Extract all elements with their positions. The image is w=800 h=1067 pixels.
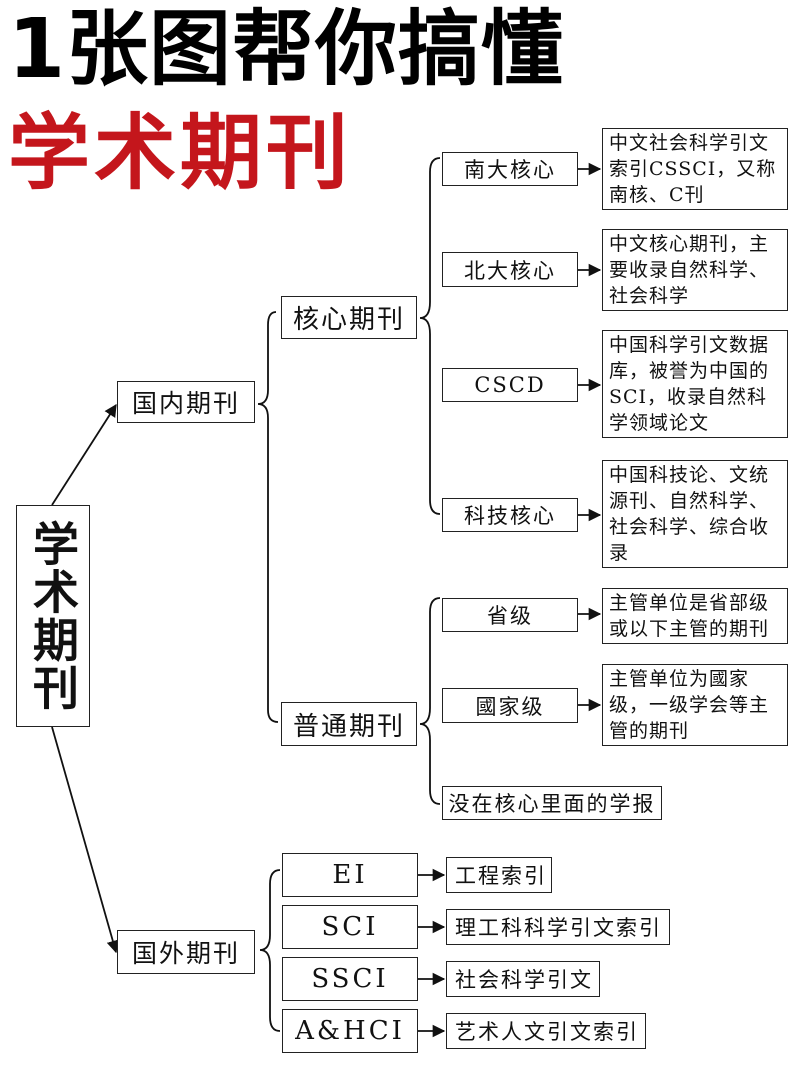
page-subtitle: 学术期刊 xyxy=(8,106,353,201)
brace-domestic xyxy=(257,311,279,723)
brace-foreign xyxy=(259,869,281,1032)
brace-core xyxy=(419,157,441,515)
desc-core-item: 中国科技论、文统源刊、自然科学、社会科学、综合收录 xyxy=(602,460,788,568)
desc-core-item: 中国科学引文数据库，被誉为中国的SCI，收录自然科学领域论文 xyxy=(602,330,788,438)
desc-foreign-item: 艺术人文引文索引 xyxy=(446,1013,646,1049)
page-title: 1张图帮你搞懂 xyxy=(8,2,565,97)
brace-general xyxy=(419,597,441,805)
node-foreign-item: EI xyxy=(282,853,418,897)
node-general-item: 省级 xyxy=(442,598,578,632)
node-domestic: 国内期刊 xyxy=(117,381,255,423)
node-core-item: 南大核心 xyxy=(442,152,578,186)
node-general: 普通期刊 xyxy=(281,702,417,746)
arrow-root-foreign xyxy=(51,726,119,954)
desc-core-item: 中文核心期刊，主要收录自然科学、社会科学 xyxy=(602,229,788,311)
desc-foreign-item: 社会科学引文 xyxy=(446,961,600,997)
node-foreign-item: SCI xyxy=(282,905,418,949)
desc-foreign-item: 工程索引 xyxy=(446,857,552,893)
node-foreign-item: SSCI xyxy=(282,957,418,1001)
node-core-item: 科技核心 xyxy=(442,498,578,532)
node-foreign: 国外期刊 xyxy=(117,930,255,974)
node-core-item: CSCD xyxy=(442,368,578,402)
node-foreign-item: A&HCI xyxy=(282,1009,418,1053)
arrow-root-domestic xyxy=(51,403,117,506)
desc-foreign-item: 理工科科学引文索引 xyxy=(446,909,670,945)
node-general-item: 没在核心里面的学报 xyxy=(442,786,662,820)
node-core: 核心期刊 xyxy=(281,296,417,339)
desc-general-item: 主管单位是省部级或以下主管的期刊 xyxy=(602,588,788,644)
desc-general-item: 主管单位为國家级，一级学会等主管的期刊 xyxy=(602,664,788,746)
root-node: 学术期刊 xyxy=(16,505,90,727)
desc-core-item: 中文社会科学引文索引CSSCI，又称南核、C刊 xyxy=(602,128,788,210)
node-core-item: 北大核心 xyxy=(442,252,578,287)
node-general-item: 國家级 xyxy=(442,688,578,723)
